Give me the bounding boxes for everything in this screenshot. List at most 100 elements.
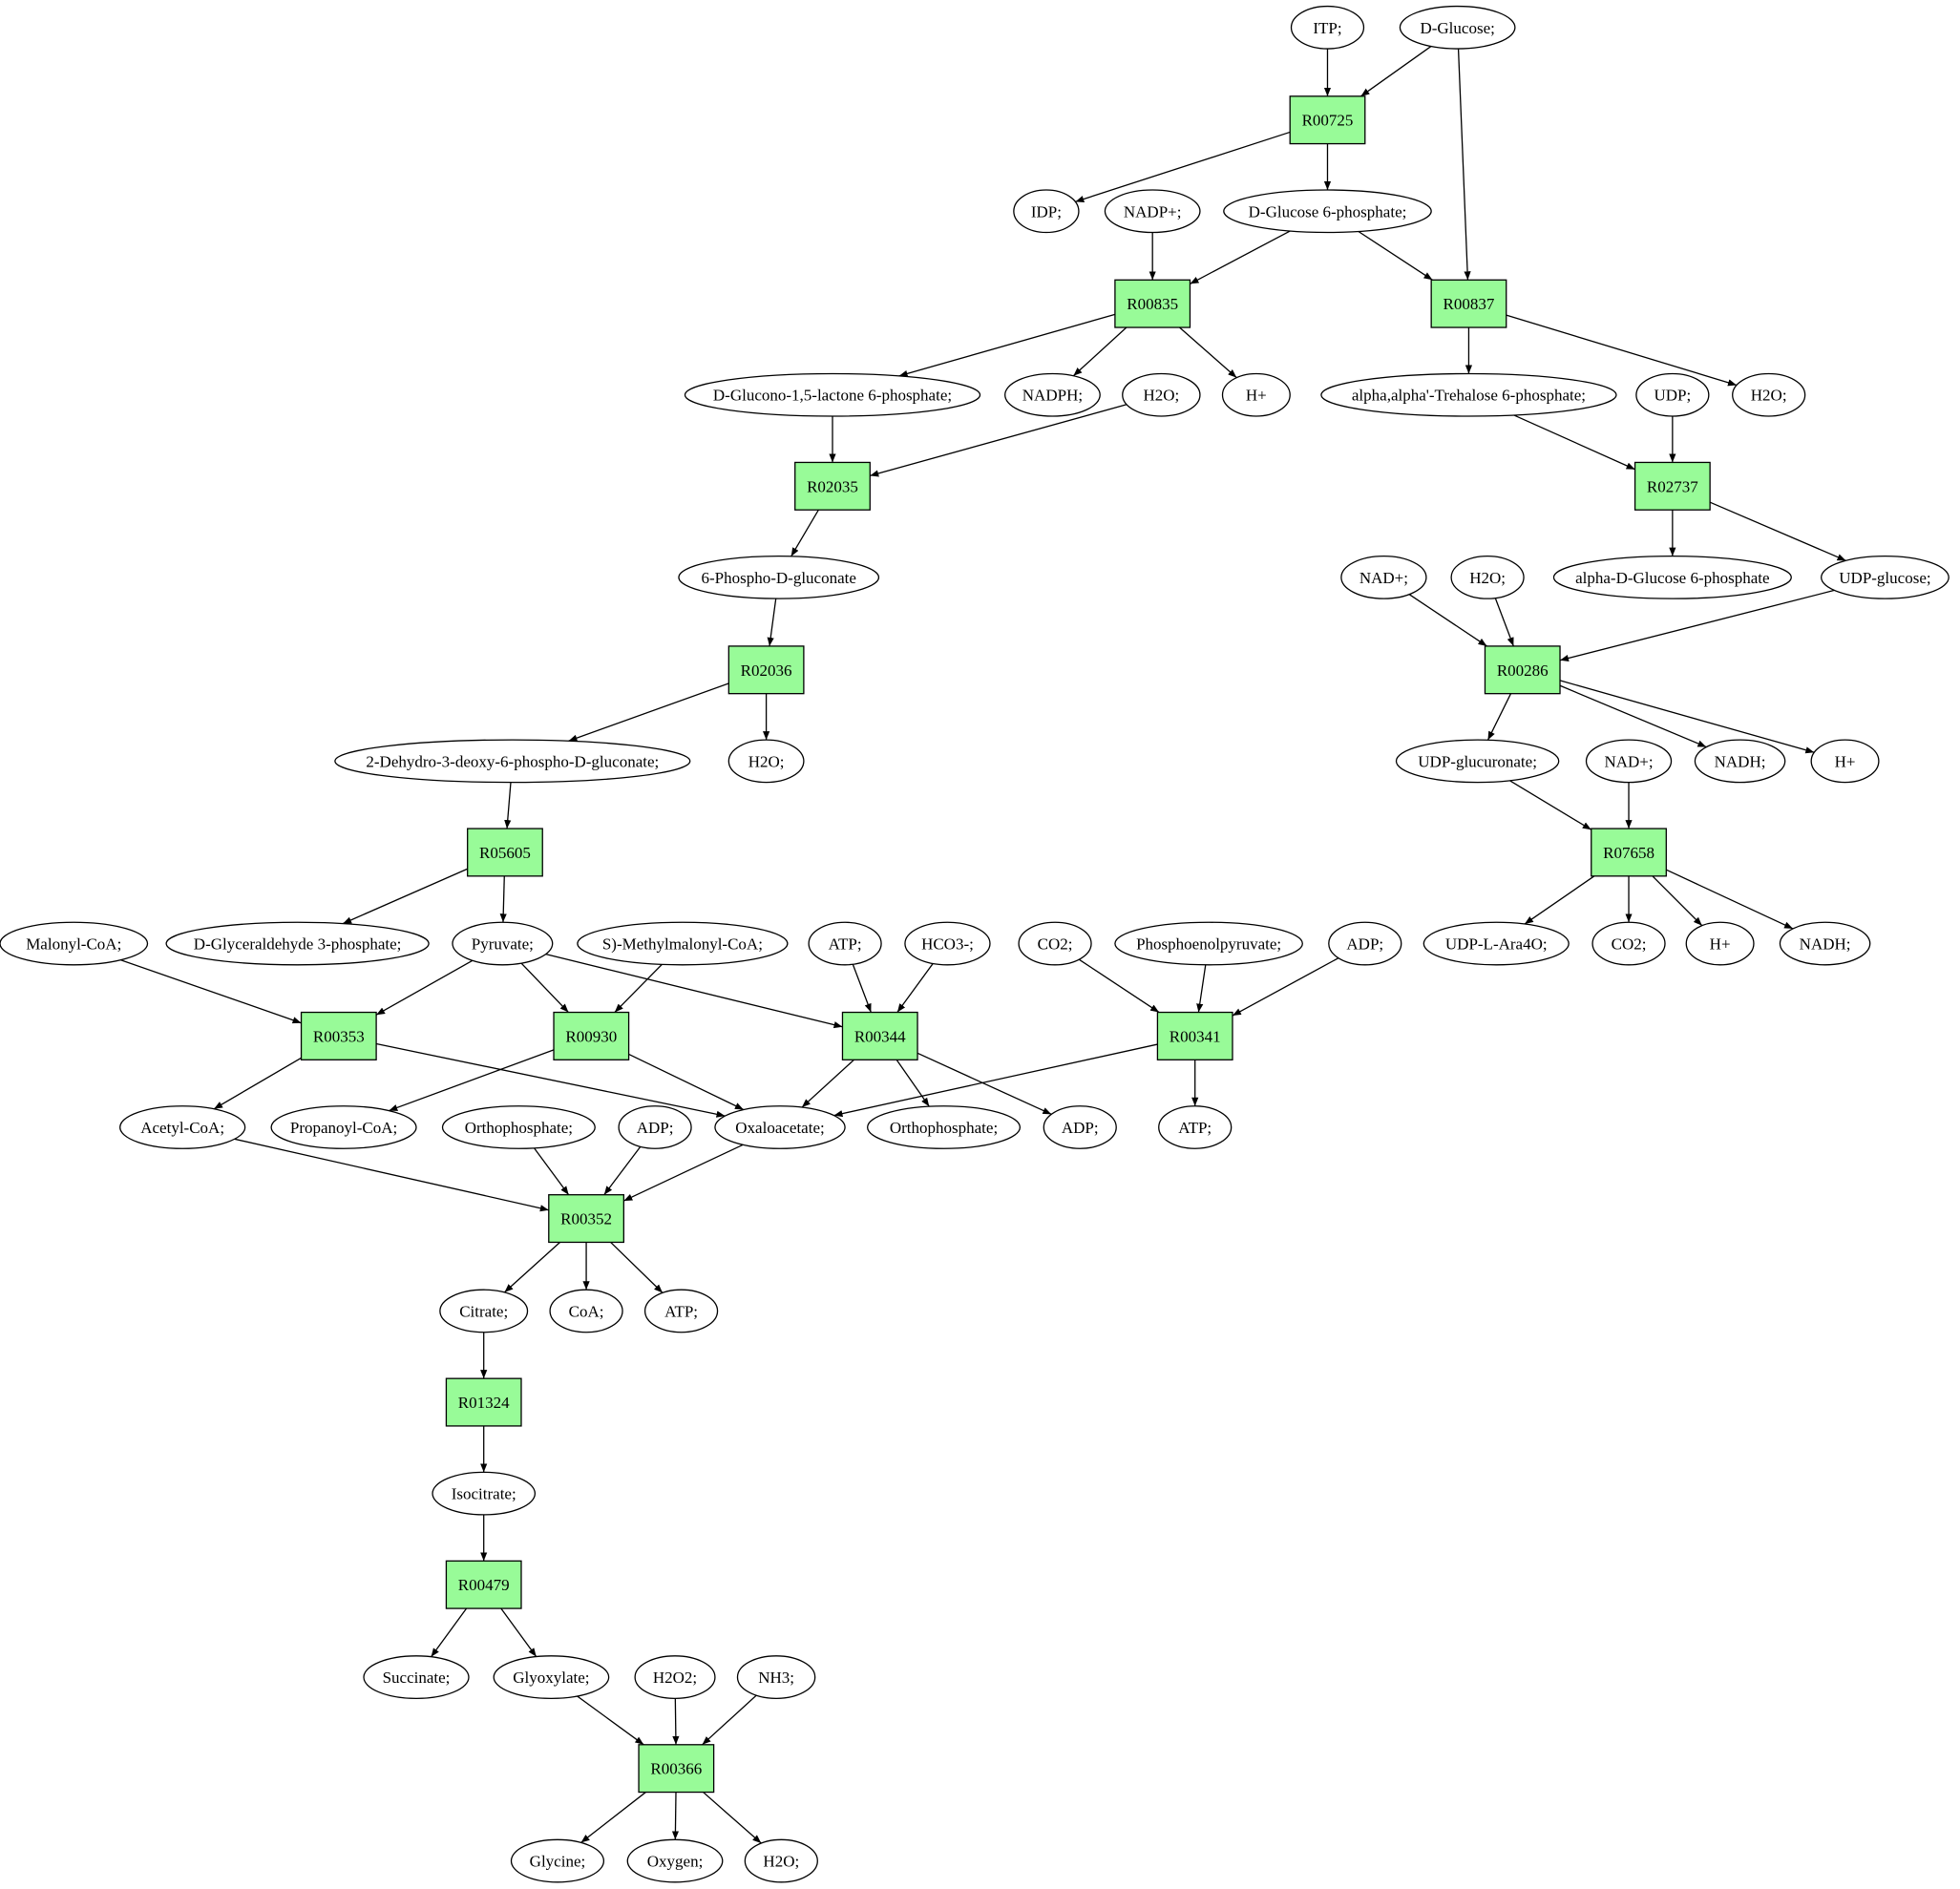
compound-ellipse: [1122, 372, 1201, 417]
reaction-node-r02035[interactable]: R02035: [794, 461, 871, 511]
edge-r07658-to-nadh_b: [1666, 869, 1794, 930]
compound-node-hco3[interactable]: HCO3-;: [904, 921, 991, 966]
reaction-node-r07658[interactable]: R07658: [1591, 828, 1667, 877]
compound-node-propanoyl[interactable]: Propanoyl-CoA;: [270, 1105, 417, 1149]
compound-node-atp_c[interactable]: ATP;: [643, 1289, 719, 1333]
compound-node-nadh_b[interactable]: NADH;: [1779, 921, 1871, 966]
compound-node-phosphogluconate[interactable]: 6-Phospho-D-gluconate: [678, 555, 880, 599]
compound-ellipse: [714, 1105, 846, 1149]
edge-r00344-to-oxaloacetate: [801, 1059, 854, 1108]
compound-node-udpglucuronate[interactable]: UDP-glucuronate;: [1395, 739, 1560, 784]
node-label: Malonyl-CoA;: [26, 935, 121, 954]
compound-node-glycine[interactable]: Glycine;: [510, 1838, 605, 1883]
node-label: Phosphoenolpyruvate;: [1136, 935, 1281, 954]
compound-node-kdpg[interactable]: 2-Dehydro-3-deoxy-6-phospho-D-gluconate;: [334, 739, 691, 784]
compound-node-hp_b[interactable]: H+: [1810, 739, 1880, 784]
reaction-node-r00725[interactable]: R00725: [1289, 95, 1366, 145]
compound-node-udpara[interactable]: UDP-L-Ara4O;: [1423, 921, 1570, 966]
compound-node-trehalose[interactable]: alpha,alpha'-Trehalose 6-phosphate;: [1320, 372, 1617, 417]
compound-node-oxygen[interactable]: Oxygen;: [626, 1838, 724, 1883]
reaction-node-r00341[interactable]: R00341: [1156, 1011, 1233, 1060]
reaction-node-r00286[interactable]: R00286: [1484, 645, 1561, 695]
node-label: R00352: [560, 1210, 612, 1228]
compound-node-h2o2[interactable]: H2O2;: [634, 1655, 716, 1700]
compound-node-nh3[interactable]: NH3;: [736, 1655, 816, 1700]
reaction-node-r01324[interactable]: R01324: [445, 1377, 522, 1427]
compound-node-h2o_d[interactable]: H2O;: [727, 739, 805, 784]
node-label: NAD+;: [1604, 752, 1653, 770]
reaction-node-r00366[interactable]: R00366: [638, 1744, 715, 1794]
reaction-node-r00353[interactable]: R00353: [300, 1011, 377, 1060]
compound-node-coa[interactable]: CoA;: [549, 1289, 623, 1333]
edge-acetylcoa-to-r00352: [234, 1138, 549, 1212]
reaction-node-r02737[interactable]: R02737: [1633, 461, 1711, 511]
compound-node-co2_b[interactable]: CO2;: [1591, 921, 1666, 966]
compound-node-acetylcoa[interactable]: Acetyl-CoA;: [119, 1105, 246, 1149]
compound-node-nadph[interactable]: NADPH;: [1004, 372, 1101, 417]
compound-node-h2o_a[interactable]: H2O;: [1122, 372, 1201, 417]
compound-node-adp_b[interactable]: ADP;: [618, 1105, 692, 1149]
compound-node-pyruvate[interactable]: Pyruvate;: [452, 921, 554, 966]
compound-node-orthophosphate_a[interactable]: Orthophosphate;: [441, 1105, 596, 1149]
compound-ellipse: [1450, 555, 1525, 599]
compound-node-h2o_f[interactable]: H2O;: [744, 1838, 818, 1883]
compound-node-methylmalonyl[interactable]: S)-Methylmalonyl-CoA;: [577, 921, 789, 966]
compound-node-dglucose[interactable]: D-Glucose;: [1399, 5, 1516, 50]
reaction-node-r00479[interactable]: R00479: [445, 1560, 522, 1609]
compound-node-co2_a[interactable]: CO2;: [1018, 921, 1092, 966]
compound-node-atp_a[interactable]: ATP;: [808, 921, 882, 966]
compound-node-g3p[interactable]: D-Glyceraldehyde 3-phosphate;: [165, 921, 430, 966]
compound-node-idp[interactable]: IDP;: [1013, 189, 1080, 234]
reaction-node-r00837[interactable]: R00837: [1430, 279, 1507, 328]
reaction-node-r00930[interactable]: R00930: [553, 1011, 630, 1060]
edge-r00286-to-hp_b: [1559, 680, 1815, 754]
node-label: R05605: [479, 844, 531, 862]
reaction-node-r05605[interactable]: R05605: [467, 828, 543, 877]
edge-r00352-to-atp_c: [610, 1241, 664, 1293]
compound-node-h2o_b[interactable]: H2O;: [1732, 372, 1806, 417]
compound-node-nadp_c[interactable]: NAD+;: [1340, 555, 1427, 599]
edge-atp_a-to-r00344: [852, 964, 872, 1013]
reaction-node-r00835[interactable]: R00835: [1114, 279, 1191, 328]
edge-pyruvate-to-r00344: [545, 954, 843, 1029]
compound-ellipse: [1694, 739, 1786, 784]
compound-ellipse: [736, 1655, 816, 1700]
compound-node-hp_a[interactable]: H+: [1221, 372, 1291, 417]
compound-node-oxaloacetate[interactable]: Oxaloacetate;: [714, 1105, 846, 1149]
compound-node-pep[interactable]: Phosphoenolpyruvate;: [1114, 921, 1303, 966]
compound-ellipse: [1821, 555, 1949, 599]
compound-node-hp_c[interactable]: H+: [1685, 921, 1755, 966]
compound-node-g6p[interactable]: D-Glucose 6-phosphate;: [1223, 189, 1432, 234]
compound-ellipse: [270, 1105, 417, 1149]
edge-pyruvate-to-r00353: [375, 959, 474, 1016]
compound-node-adp_a[interactable]: ADP;: [1328, 921, 1402, 966]
compound-node-h2o_c[interactable]: H2O;: [1450, 555, 1525, 599]
compound-node-succinate[interactable]: Succinate;: [363, 1655, 470, 1700]
compound-node-udp[interactable]: UDP;: [1635, 372, 1710, 417]
reaction-node-r00344[interactable]: R00344: [841, 1011, 918, 1060]
edge-oxaloacetate-to-r00352: [623, 1144, 744, 1202]
compound-node-adg6p[interactable]: alpha-D-Glucose 6-phosphate: [1552, 555, 1792, 599]
compound-node-itp[interactable]: ITP;: [1290, 5, 1365, 50]
compound-node-citrate[interactable]: Citrate;: [439, 1289, 529, 1333]
node-label: ATP;: [829, 935, 862, 954]
reaction-box: [445, 1377, 522, 1427]
compound-node-orthophosphate_b[interactable]: Orthophosphate;: [867, 1105, 1022, 1149]
compound-node-isocitrate[interactable]: Isocitrate;: [432, 1471, 537, 1516]
node-label: R00341: [1170, 1027, 1221, 1045]
compound-ellipse: [363, 1655, 470, 1700]
compound-node-glucono[interactable]: D-Glucono-1,5-lactone 6-phosphate;: [684, 372, 981, 417]
compound-node-glyoxylate[interactable]: Glyoxylate;: [493, 1655, 610, 1700]
compound-node-udpglucose[interactable]: UDP-glucose;: [1821, 555, 1949, 599]
edge-r00344-to-adp_c: [917, 1052, 1052, 1115]
reaction-node-r02036[interactable]: R02036: [727, 645, 805, 695]
reaction-node-r00352[interactable]: R00352: [548, 1194, 624, 1244]
compound-node-adp_c[interactable]: ADP;: [1043, 1105, 1117, 1149]
compound-node-nadpp[interactable]: NADP+;: [1104, 189, 1201, 234]
compound-node-malonyl[interactable]: Malonyl-CoA;: [0, 921, 149, 966]
compound-node-atp_b[interactable]: ATP;: [1158, 1105, 1233, 1149]
compound-ellipse: [334, 739, 691, 784]
edge-pyruvate-to-r00930: [520, 962, 569, 1013]
compound-node-nadp_e[interactable]: NAD+;: [1585, 739, 1673, 784]
compound-node-nadh_a[interactable]: NADH;: [1694, 739, 1786, 784]
